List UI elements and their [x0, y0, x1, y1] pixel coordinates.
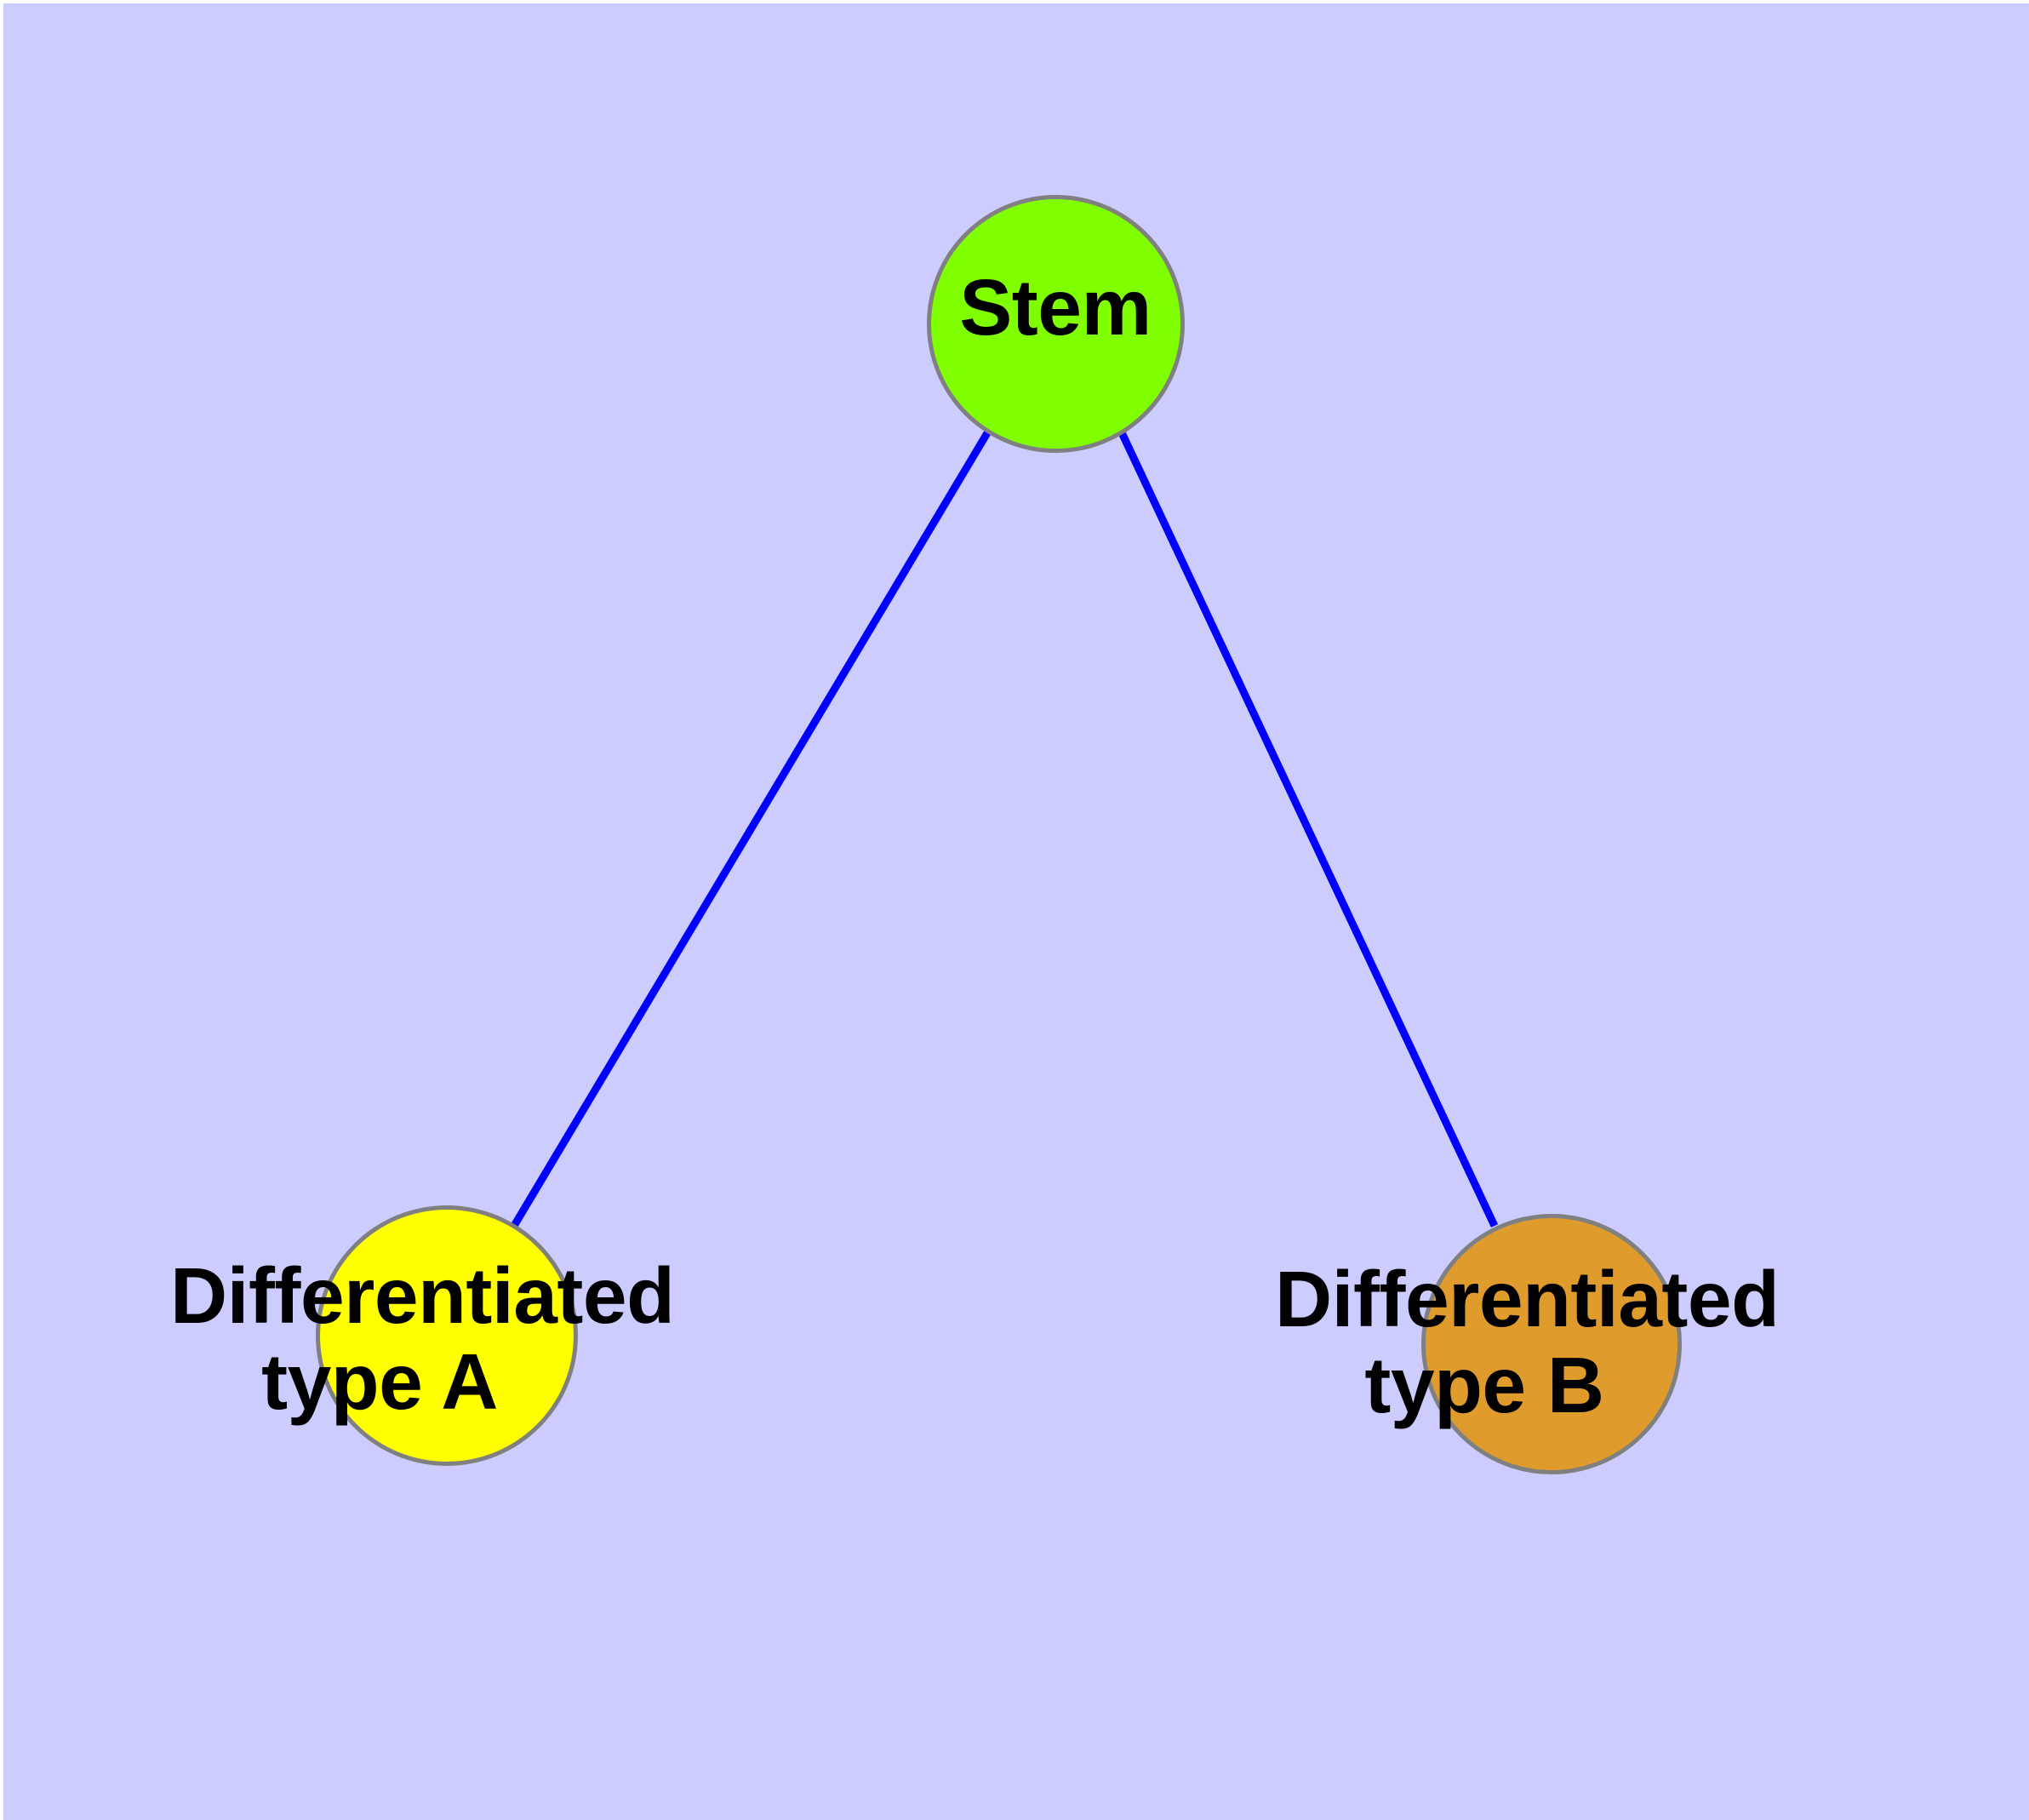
- node-differentiated-type-b[interactable]: [1421, 1214, 1682, 1474]
- node-label-line-1: Differentiated: [1275, 1255, 1780, 1343]
- node-differentiated-type-a[interactable]: [316, 1205, 578, 1466]
- node-label-line-1: Differentiated: [170, 1251, 675, 1340]
- node-label-line-2: type A: [261, 1337, 498, 1427]
- node-label-line-2: type B: [1364, 1341, 1604, 1430]
- node-stem-label: Stem: [959, 263, 1152, 352]
- edge-stem-to-type-b: [1116, 427, 1499, 1228]
- edge-stem-to-type-a: [511, 429, 992, 1228]
- node-stem[interactable]: [927, 195, 1185, 453]
- node-differentiated-type-b-label: Differentiated type B: [1275, 1255, 1780, 1430]
- node-differentiated-type-a-label: Differentiated type A: [170, 1251, 675, 1427]
